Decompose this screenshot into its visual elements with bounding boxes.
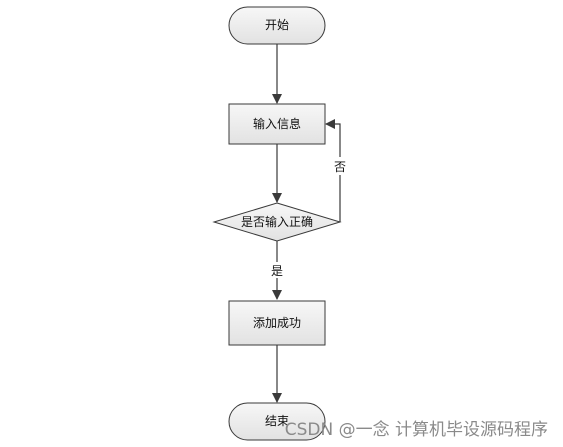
edge-label-no: 否	[334, 160, 346, 174]
end-node-label: 结束	[265, 414, 289, 428]
end-node: 结束	[228, 402, 326, 441]
add-node-label: 添加成功	[253, 316, 301, 330]
decision-node: 是否输入正确	[212, 202, 342, 242]
start-node: 开始	[228, 6, 326, 45]
edge-label-yes: 是	[271, 264, 283, 278]
add-node: 添加成功	[228, 300, 326, 346]
input-node: 输入信息	[228, 103, 326, 145]
edge-decision-to-input-no	[325, 119, 341, 222]
start-node-label: 开始	[265, 18, 289, 32]
watermark: CSDN @一念 计算机毕设源码程序	[285, 419, 548, 440]
decision-node-label: 是否输入正确	[241, 214, 313, 229]
input-node-label: 输入信息	[253, 116, 301, 131]
